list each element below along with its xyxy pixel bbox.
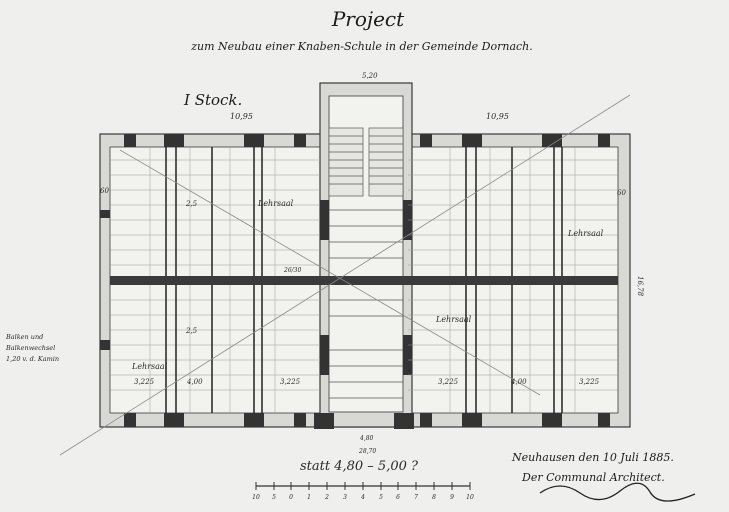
scale-label-1: 5 [272, 494, 276, 501]
side-note: Balken und Balkenwechsel 1,20 v. d. Kami… [5, 333, 59, 363]
room-label-top-right: Lehrsaal [567, 229, 604, 238]
plan-title: Project [331, 7, 405, 31]
dimension-left-wall: 60 [100, 187, 109, 195]
scale-bar: 10 5 0 1 2 3 4 5 6 7 8 9 10 [252, 482, 474, 501]
scale-label-6: 4 [360, 494, 365, 501]
scale-label-4: 2 [324, 494, 329, 501]
scale-label-2: 0 [289, 494, 293, 501]
plan-subtitle: zum Neubau einer Knaben-Schule in der Ge… [190, 40, 533, 53]
dimension-corridor-bottom: 4,80 [359, 435, 374, 442]
dimension-bottom-3: 3,225 [280, 378, 301, 386]
signature-role: Der Communal Architect. [521, 471, 665, 484]
side-note-line-3: 1,20 v. d. Kamin [6, 355, 59, 363]
room-label-bottom-right: Lehrsaal [435, 315, 472, 324]
scale-label-10: 8 [432, 494, 436, 501]
dimension-overall-bottom: 28,70 [358, 448, 376, 455]
scale-label-9: 7 [414, 494, 418, 501]
room-label-bottom-left: Lehrsaal [131, 362, 168, 371]
room-label-top-left: Lehrsaal [257, 199, 294, 208]
scale-label-11: 9 [450, 494, 454, 501]
wall-piers [100, 134, 610, 429]
staircase [328, 127, 404, 399]
dimension-bottom-1: 3,225 [134, 378, 155, 386]
pencil-note: statt 4,80 – 5,00 ? [300, 459, 419, 474]
scale-label-0: 10 [252, 494, 260, 501]
dimension-bottom-2: 4,00 [186, 378, 203, 386]
scale-label-3: 1 [307, 494, 311, 501]
architect-signature [539, 482, 696, 502]
side-note-line-2: Balkenwechsel [5, 344, 55, 352]
diagonal-pencil-lines [59, 94, 631, 456]
dimension-top-right: 10,95 [486, 112, 509, 121]
scale-label-7: 5 [379, 494, 383, 501]
dimension-bottom-5: 4,00 [510, 378, 527, 386]
dimension-right-height: 16,78 [636, 276, 644, 297]
beam-label-1: 2,5 [185, 200, 198, 208]
dimension-right-wall: 60 [617, 189, 626, 197]
scale-label-5: 3 [343, 494, 347, 501]
main-cross-beam [110, 276, 618, 285]
dimension-top-left: 10,95 [230, 112, 253, 121]
dimension-bottom-6: 3,225 [579, 378, 600, 386]
scale-label-12: 10 [466, 494, 474, 501]
side-note-line-1: Balken und [5, 333, 43, 341]
scale-label-8: 6 [396, 494, 400, 501]
floor-label: I Stock. [183, 91, 242, 109]
signature-place-date: Neuhausen den 10 Juli 1885. [511, 451, 674, 464]
beam-label-3: 26/30 [283, 267, 301, 274]
beam-label-2: 2,5 [185, 327, 198, 335]
dimension-bottom-4: 3,225 [438, 378, 459, 386]
dimension-stair-top: 5,20 [362, 72, 378, 80]
